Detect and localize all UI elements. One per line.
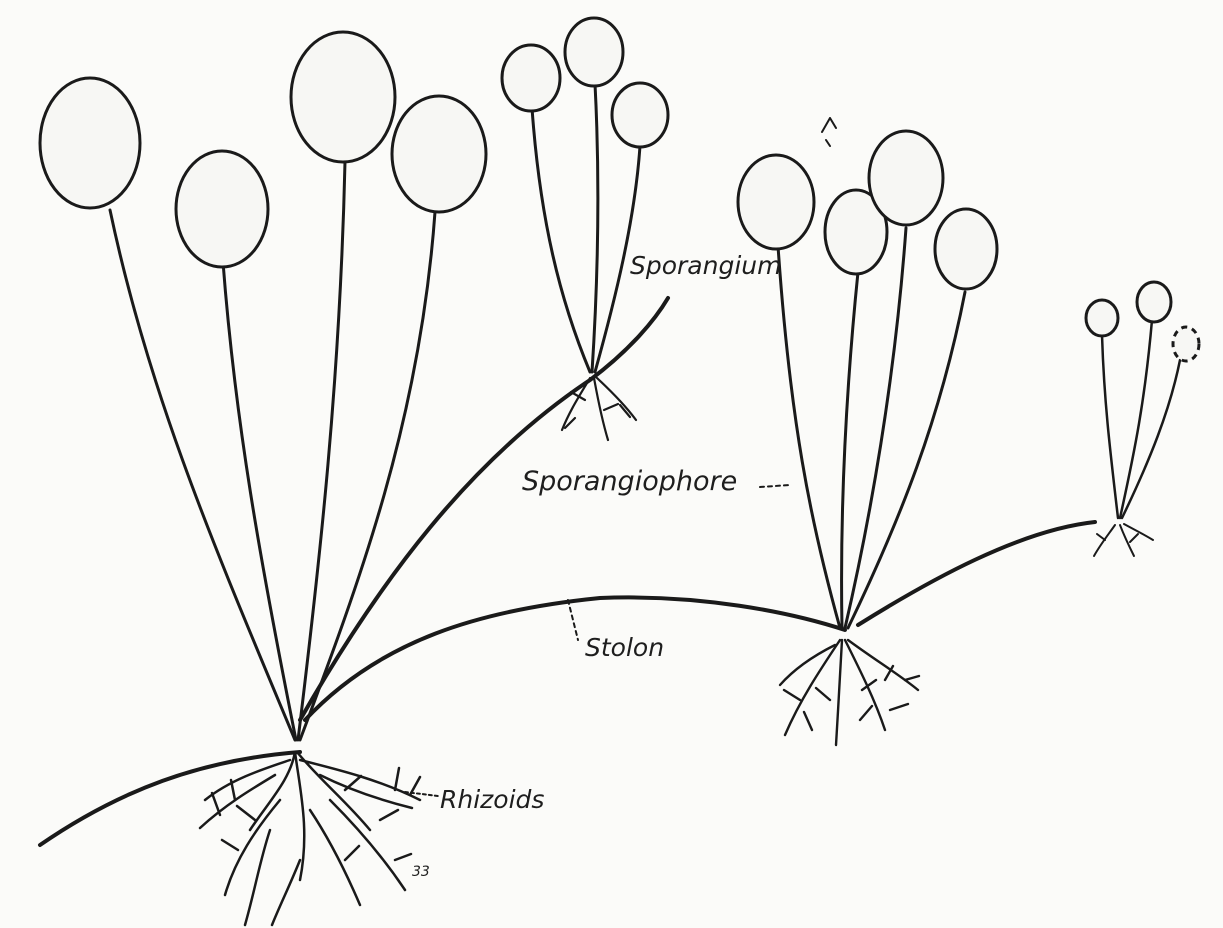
sporangium xyxy=(1086,300,1118,336)
sporangium xyxy=(738,155,814,249)
sporangium xyxy=(176,151,268,267)
sporangium xyxy=(935,209,997,289)
label-sporangium: Sporangium xyxy=(630,251,782,280)
stray-mark xyxy=(822,118,836,146)
pointer-sporangiophore xyxy=(760,485,790,487)
label-stolon: Stolon xyxy=(585,633,664,662)
sporangium xyxy=(502,45,560,111)
pointer-stolon xyxy=(568,600,578,640)
sporangiophore xyxy=(778,246,840,628)
sporangium xyxy=(392,96,486,212)
label-rhizoids: Rhizoids xyxy=(440,785,544,814)
stolon-main xyxy=(305,597,845,720)
sporangium xyxy=(1173,327,1199,361)
rhizoids-1 xyxy=(200,752,420,925)
sporangium xyxy=(1137,282,1171,322)
sporangiophore xyxy=(110,210,295,740)
sporangial-cluster-1 xyxy=(40,32,486,925)
sporangium xyxy=(612,83,668,147)
sporangiophore xyxy=(532,108,590,372)
stolon-right xyxy=(858,522,1095,625)
rhizoids-3 xyxy=(780,640,919,745)
sporangiophore xyxy=(300,212,435,740)
sporangiophore xyxy=(223,262,296,740)
sporangiophore xyxy=(848,292,965,628)
sporangiophore xyxy=(592,84,598,372)
sporangiophore xyxy=(1122,360,1180,518)
stolons xyxy=(40,298,1095,845)
sporangial-cluster-3 xyxy=(738,131,997,745)
label-sporangiophore: Sporangiophore xyxy=(522,466,737,497)
sporangiophore xyxy=(1102,335,1118,518)
sporangial-cluster-4 xyxy=(1086,282,1199,556)
rhizoids-2 xyxy=(562,378,636,440)
sporangium xyxy=(40,78,140,208)
figure-mark: 33 xyxy=(412,864,430,880)
stolon-left xyxy=(40,752,300,845)
rhizoids-4 xyxy=(1094,524,1153,556)
sporangium xyxy=(869,131,943,225)
sporangium xyxy=(291,32,395,162)
sporangium xyxy=(565,18,623,86)
sporangial-cluster-2 xyxy=(502,18,668,440)
